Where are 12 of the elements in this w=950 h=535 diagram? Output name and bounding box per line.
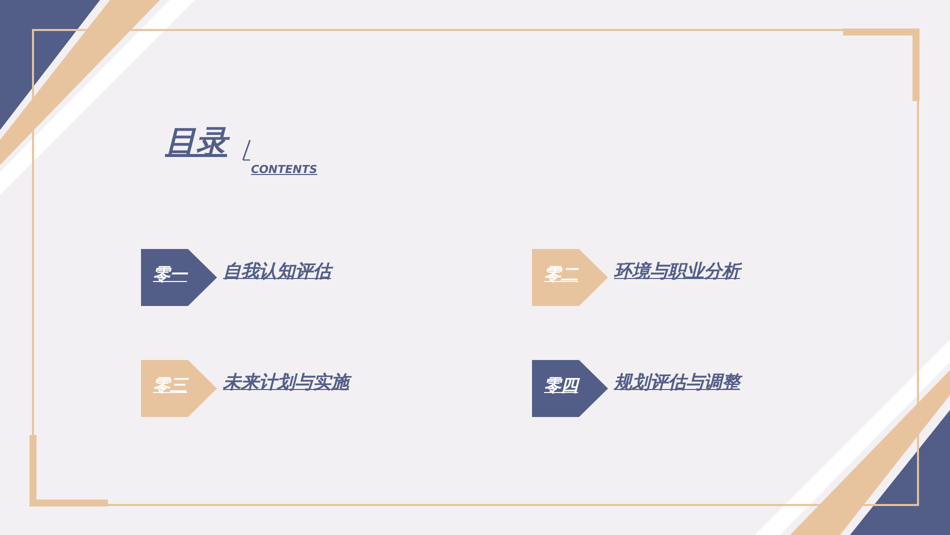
- section-title: 环境与职业分析: [614, 260, 740, 284]
- pentagon-tag: [141, 249, 217, 306]
- section-number: 零三: [153, 375, 187, 398]
- pentagon-tag: [532, 249, 608, 306]
- section-number: 零四: [544, 375, 578, 398]
- section-number: 零一: [153, 264, 187, 287]
- section-number: 零二: [544, 264, 578, 287]
- pentagon-tag: [532, 360, 608, 417]
- subheading: CONTENTS: [251, 162, 318, 178]
- section-title: 规划评估与调整: [614, 370, 740, 396]
- pentagon-tag: [141, 360, 217, 417]
- section-title: 自我认知评估: [223, 259, 331, 285]
